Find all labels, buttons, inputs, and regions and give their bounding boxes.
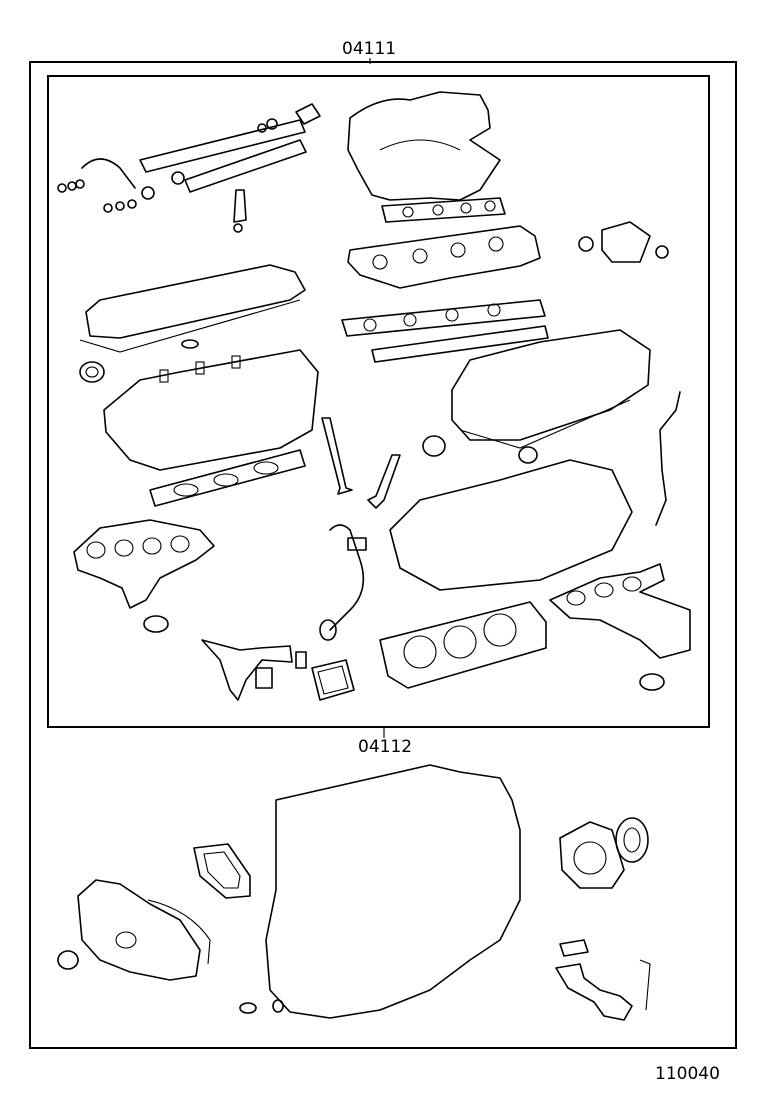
head-gasket [379, 601, 547, 689]
oil-strainer-gasket [559, 939, 589, 957]
exhaust-pipe-gasket-left [143, 615, 169, 633]
cylinder-head-left [103, 349, 319, 471]
rear-oil-seal-retainer [559, 821, 625, 889]
exhaust-manifold-right [549, 563, 691, 659]
water-pump-gasket [193, 843, 251, 899]
intake-plenum [347, 91, 501, 201]
cylinder-head-right [389, 459, 633, 591]
rear-oil-seal [615, 817, 649, 863]
exhaust-manifold-left [73, 519, 215, 609]
plenum-gasket [381, 197, 506, 223]
dipstick-tube [655, 391, 681, 526]
exhaust-gasket-left [149, 449, 306, 507]
valve-2 [367, 454, 401, 509]
intake-manifold [347, 225, 541, 289]
egr-pipe [319, 524, 367, 641]
egr-cover-gasket [311, 659, 355, 701]
valve-cover-right [451, 329, 651, 449]
cam-seal-left [79, 361, 105, 383]
oil-strainer [555, 959, 651, 1021]
timing-cover-gasket [77, 879, 211, 981]
valve-1 [321, 417, 353, 495]
engine-block-gasket-outline [265, 764, 521, 1019]
water-outlet [578, 221, 669, 263]
exhaust-pipe-gasket-right [639, 673, 665, 691]
valve-cover-left [79, 264, 306, 353]
outer-kit-frame [29, 61, 737, 1049]
kit-label-04112: 04112 [358, 737, 412, 757]
inner-kit-frame [47, 75, 710, 728]
injector-insulator [233, 189, 247, 233]
intake-manifold-gasket-a [341, 299, 546, 337]
small-seal-rings-left [57, 158, 155, 213]
fuel-rail-gasket-set [139, 103, 321, 193]
small-seals-bottom [239, 999, 284, 1014]
crank-front-seal [57, 950, 79, 970]
intake-manifold-gasket-b [371, 325, 549, 363]
figure-number: 110040 [655, 1064, 720, 1084]
kit-label-04111: 04111 [342, 39, 396, 59]
egr-valve-bracket [201, 639, 307, 701]
cam-seal-right [422, 435, 538, 464]
